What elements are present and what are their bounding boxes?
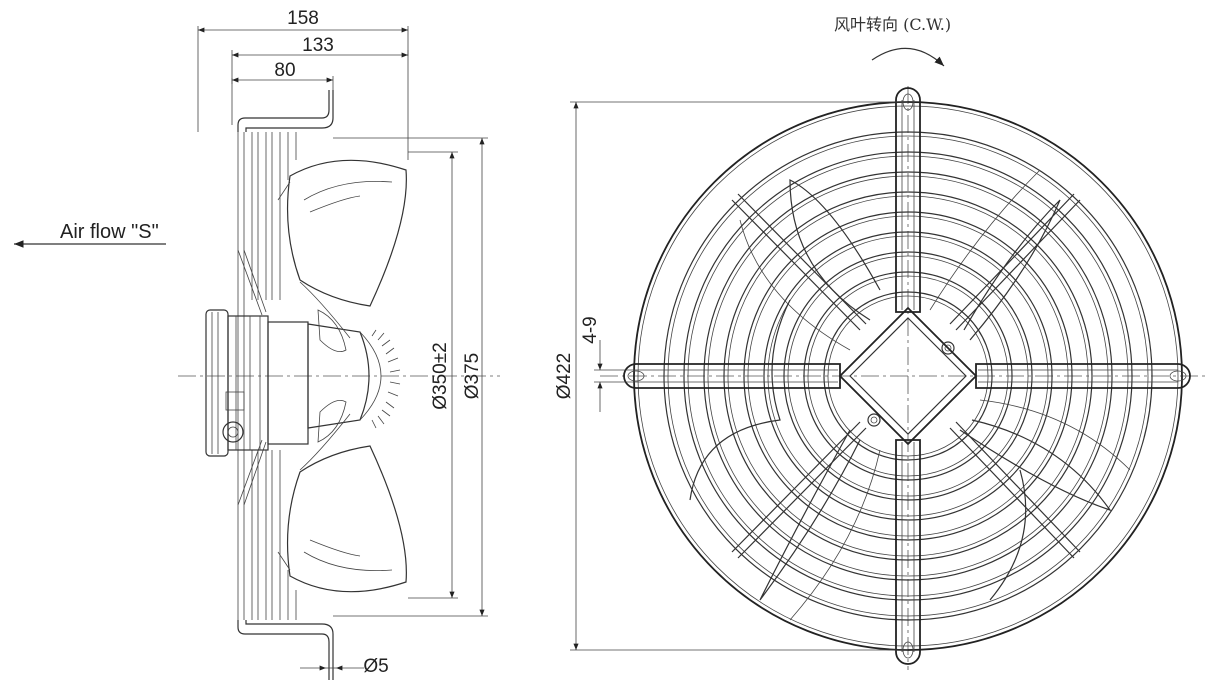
terminal-box [838,306,978,446]
dim-350-label: Ø350±2 [430,342,451,409]
airflow-label: Air flow "S" [60,221,159,243]
dim-blade-diameter: Ø350±2 [408,151,458,599]
dim-158-label: 158 [287,8,319,29]
motor [205,309,401,457]
dim-80-label: 80 [274,60,295,81]
dim-total-depth: 158 [197,8,409,160]
dim-133-label: 133 [302,35,334,56]
dim-outer-diameter: Ø422 [554,101,908,651]
guard-frame [237,90,334,680]
front-blades [689,169,1131,621]
dim-guard-depth: 133 [231,35,409,125]
dim-hole: Ø5 [300,656,389,677]
dim-422-label: Ø422 [554,353,575,399]
rotation-note: 风叶转向 (C.W.) [834,15,951,34]
dim-mount-depth: 80 [231,60,334,90]
fan-blades [277,159,407,593]
dim-4-9-label: 4-9 [580,316,601,343]
dim-375-label: Ø375 [462,353,483,399]
guard-rings [663,131,1153,621]
front-view: Ø422 4-9 风叶转向 (C.W.) [554,15,1205,670]
dim-slot: 4-9 [580,316,636,412]
airflow-indicator: Air flow "S" [14,221,166,248]
guard-struts [731,193,1081,559]
dim-guard-diameter: Ø375 [333,137,488,617]
side-view: 158 133 80 Ø350±2 Ø375 [14,8,500,680]
rotation-indicator: 风叶转向 (C.W.) [834,15,951,67]
dim-5-label: Ø5 [363,656,388,677]
mounting-bars [623,87,1191,665]
